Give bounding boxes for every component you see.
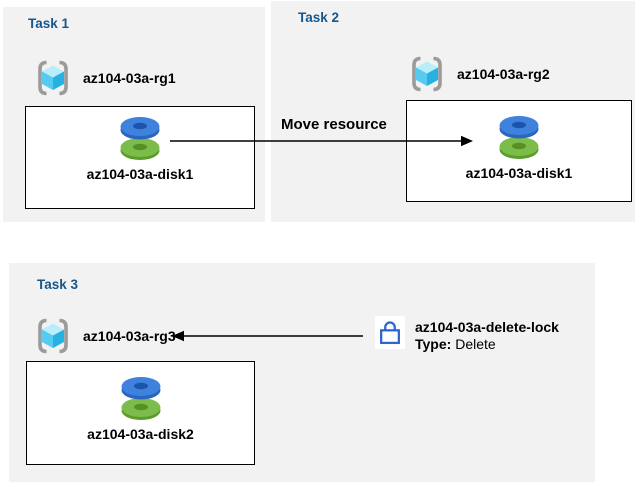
task-2-disk-box: az104-03a-disk1: [406, 100, 632, 202]
task-1-panel: Task 1 az104-03a-rg1 az104-03a-disk1: [3, 7, 265, 222]
lock-type-line: Type: Delete: [415, 336, 559, 353]
task-1-resource-group: az104-03a-rg1: [33, 58, 176, 98]
disk-icon: [499, 116, 539, 159]
task-2-panel: Task 2 az104-03a-rg2 az104-03a-disk1: [271, 1, 635, 222]
disk-label: az104-03a-disk1: [465, 165, 573, 181]
lock-icon-background: [375, 316, 405, 349]
resource-group-label: az104-03a-rg1: [83, 70, 176, 86]
resource-group-icon: [38, 60, 68, 96]
lock-icon: [380, 321, 400, 345]
disk-icon: [120, 117, 160, 160]
lock-text-block: az104-03a-delete-lock Type: Delete: [415, 319, 559, 353]
task-3-resource-group: az104-03a-rg3: [33, 316, 176, 356]
task-2-resource-group: az104-03a-rg2: [407, 54, 550, 94]
delete-lock-group: az104-03a-delete-lock Type: Delete: [375, 316, 559, 353]
lock-type-label: Type:: [415, 336, 452, 352]
task-1-disk-box: az104-03a-disk1: [25, 106, 255, 209]
task-3-panel: Task 3 az104-03a-rg3 az104-03a-disk2 az1…: [9, 263, 595, 482]
lock-type-value: Delete: [455, 336, 496, 352]
task-2-title: Task 2: [298, 10, 340, 25]
resource-group-icon: [412, 56, 442, 92]
lock-name: az104-03a-delete-lock: [415, 319, 559, 335]
task-3-title: Task 3: [37, 277, 79, 292]
disk-label: az104-03a-disk2: [87, 426, 194, 442]
resource-group-label: az104-03a-rg3: [83, 328, 176, 344]
task-3-disk-box: az104-03a-disk2: [26, 361, 255, 465]
resource-group-icon: [38, 318, 68, 354]
disk-icon: [121, 377, 160, 420]
resource-group-label: az104-03a-rg2: [457, 66, 550, 82]
disk-label: az104-03a-disk1: [86, 166, 194, 182]
move-resource-label: Move resource: [281, 116, 387, 133]
task-1-title: Task 1: [28, 16, 70, 31]
